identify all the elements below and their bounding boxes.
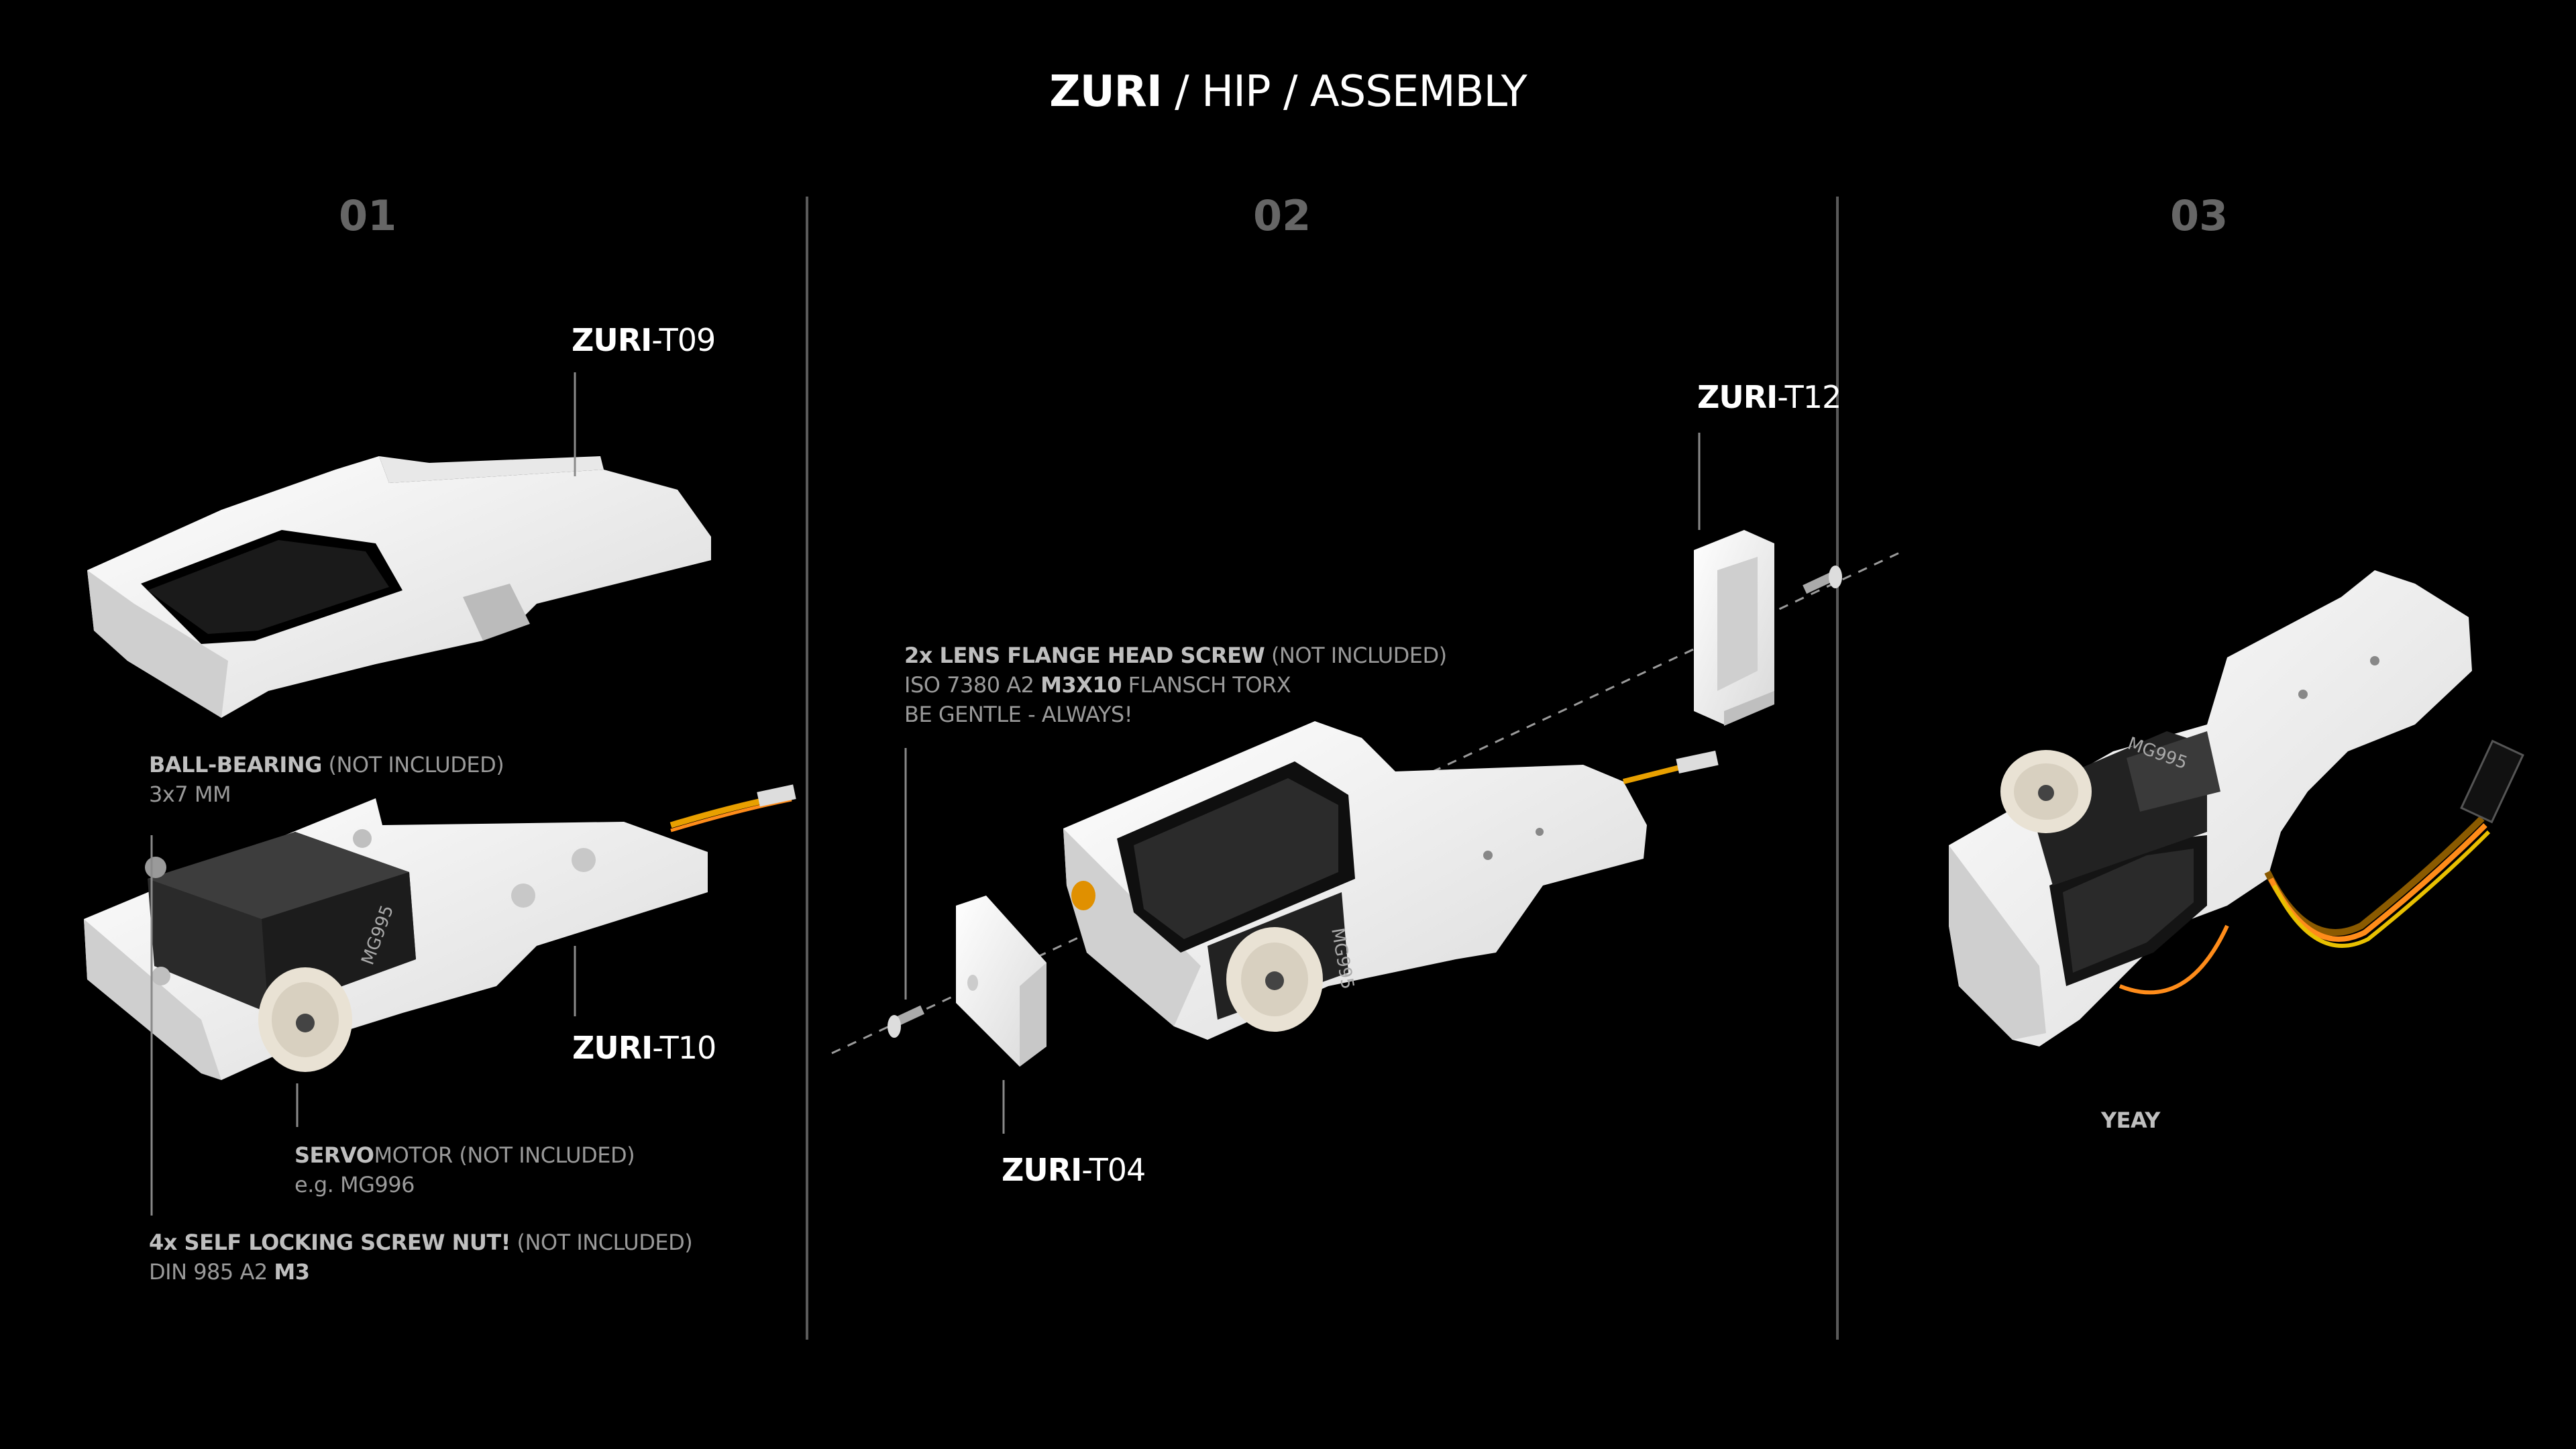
part-t09-model	[87, 456, 711, 718]
step-02-number: 02	[1253, 191, 1311, 240]
note-screw-nut: 4x SELF LOCKING SCREW NUT! (NOT INCLUDED…	[149, 1230, 693, 1285]
step-03-number: 03	[2170, 191, 2229, 240]
screw-right-model	[1803, 566, 1842, 594]
column-divider-2	[1836, 197, 1839, 1340]
label-t04: ZURI-T04	[1002, 1152, 1146, 1188]
label-t09: ZURI-T09	[572, 322, 716, 358]
note-ball-bearing: BALL-BEARING (NOT INCLUDED) 3x7 MM	[149, 752, 504, 807]
step2-assembly-model: MG995	[1063, 721, 1719, 1040]
step-01-number: 01	[339, 191, 397, 240]
column-divider-1	[806, 197, 808, 1340]
part-t10-model: MG995	[84, 784, 796, 1080]
page-title: ZURI / HIP / ASSEMBLY	[0, 67, 2576, 117]
label-t12: ZURI-T12	[1697, 379, 1841, 415]
screw-left-model	[888, 1005, 924, 1038]
label-t10: ZURI-T10	[572, 1030, 716, 1066]
part-t04-model	[956, 896, 1046, 1067]
note-servomotor: SERVOMOTOR (NOT INCLUDED) e.g. MG996	[294, 1142, 635, 1197]
part-t12-model	[1694, 530, 1774, 726]
note-flange-screw: 2x LENS FLANGE HEAD SCREW (NOT INCLUDED)…	[904, 643, 1447, 727]
title-rest: / HIP / ASSEMBLY	[1161, 67, 1527, 117]
title-bold: ZURI	[1049, 67, 1162, 117]
note-yeay: YEAY	[2101, 1108, 2160, 1133]
step3-final-assembly-model: MG995	[1949, 570, 2524, 1046]
